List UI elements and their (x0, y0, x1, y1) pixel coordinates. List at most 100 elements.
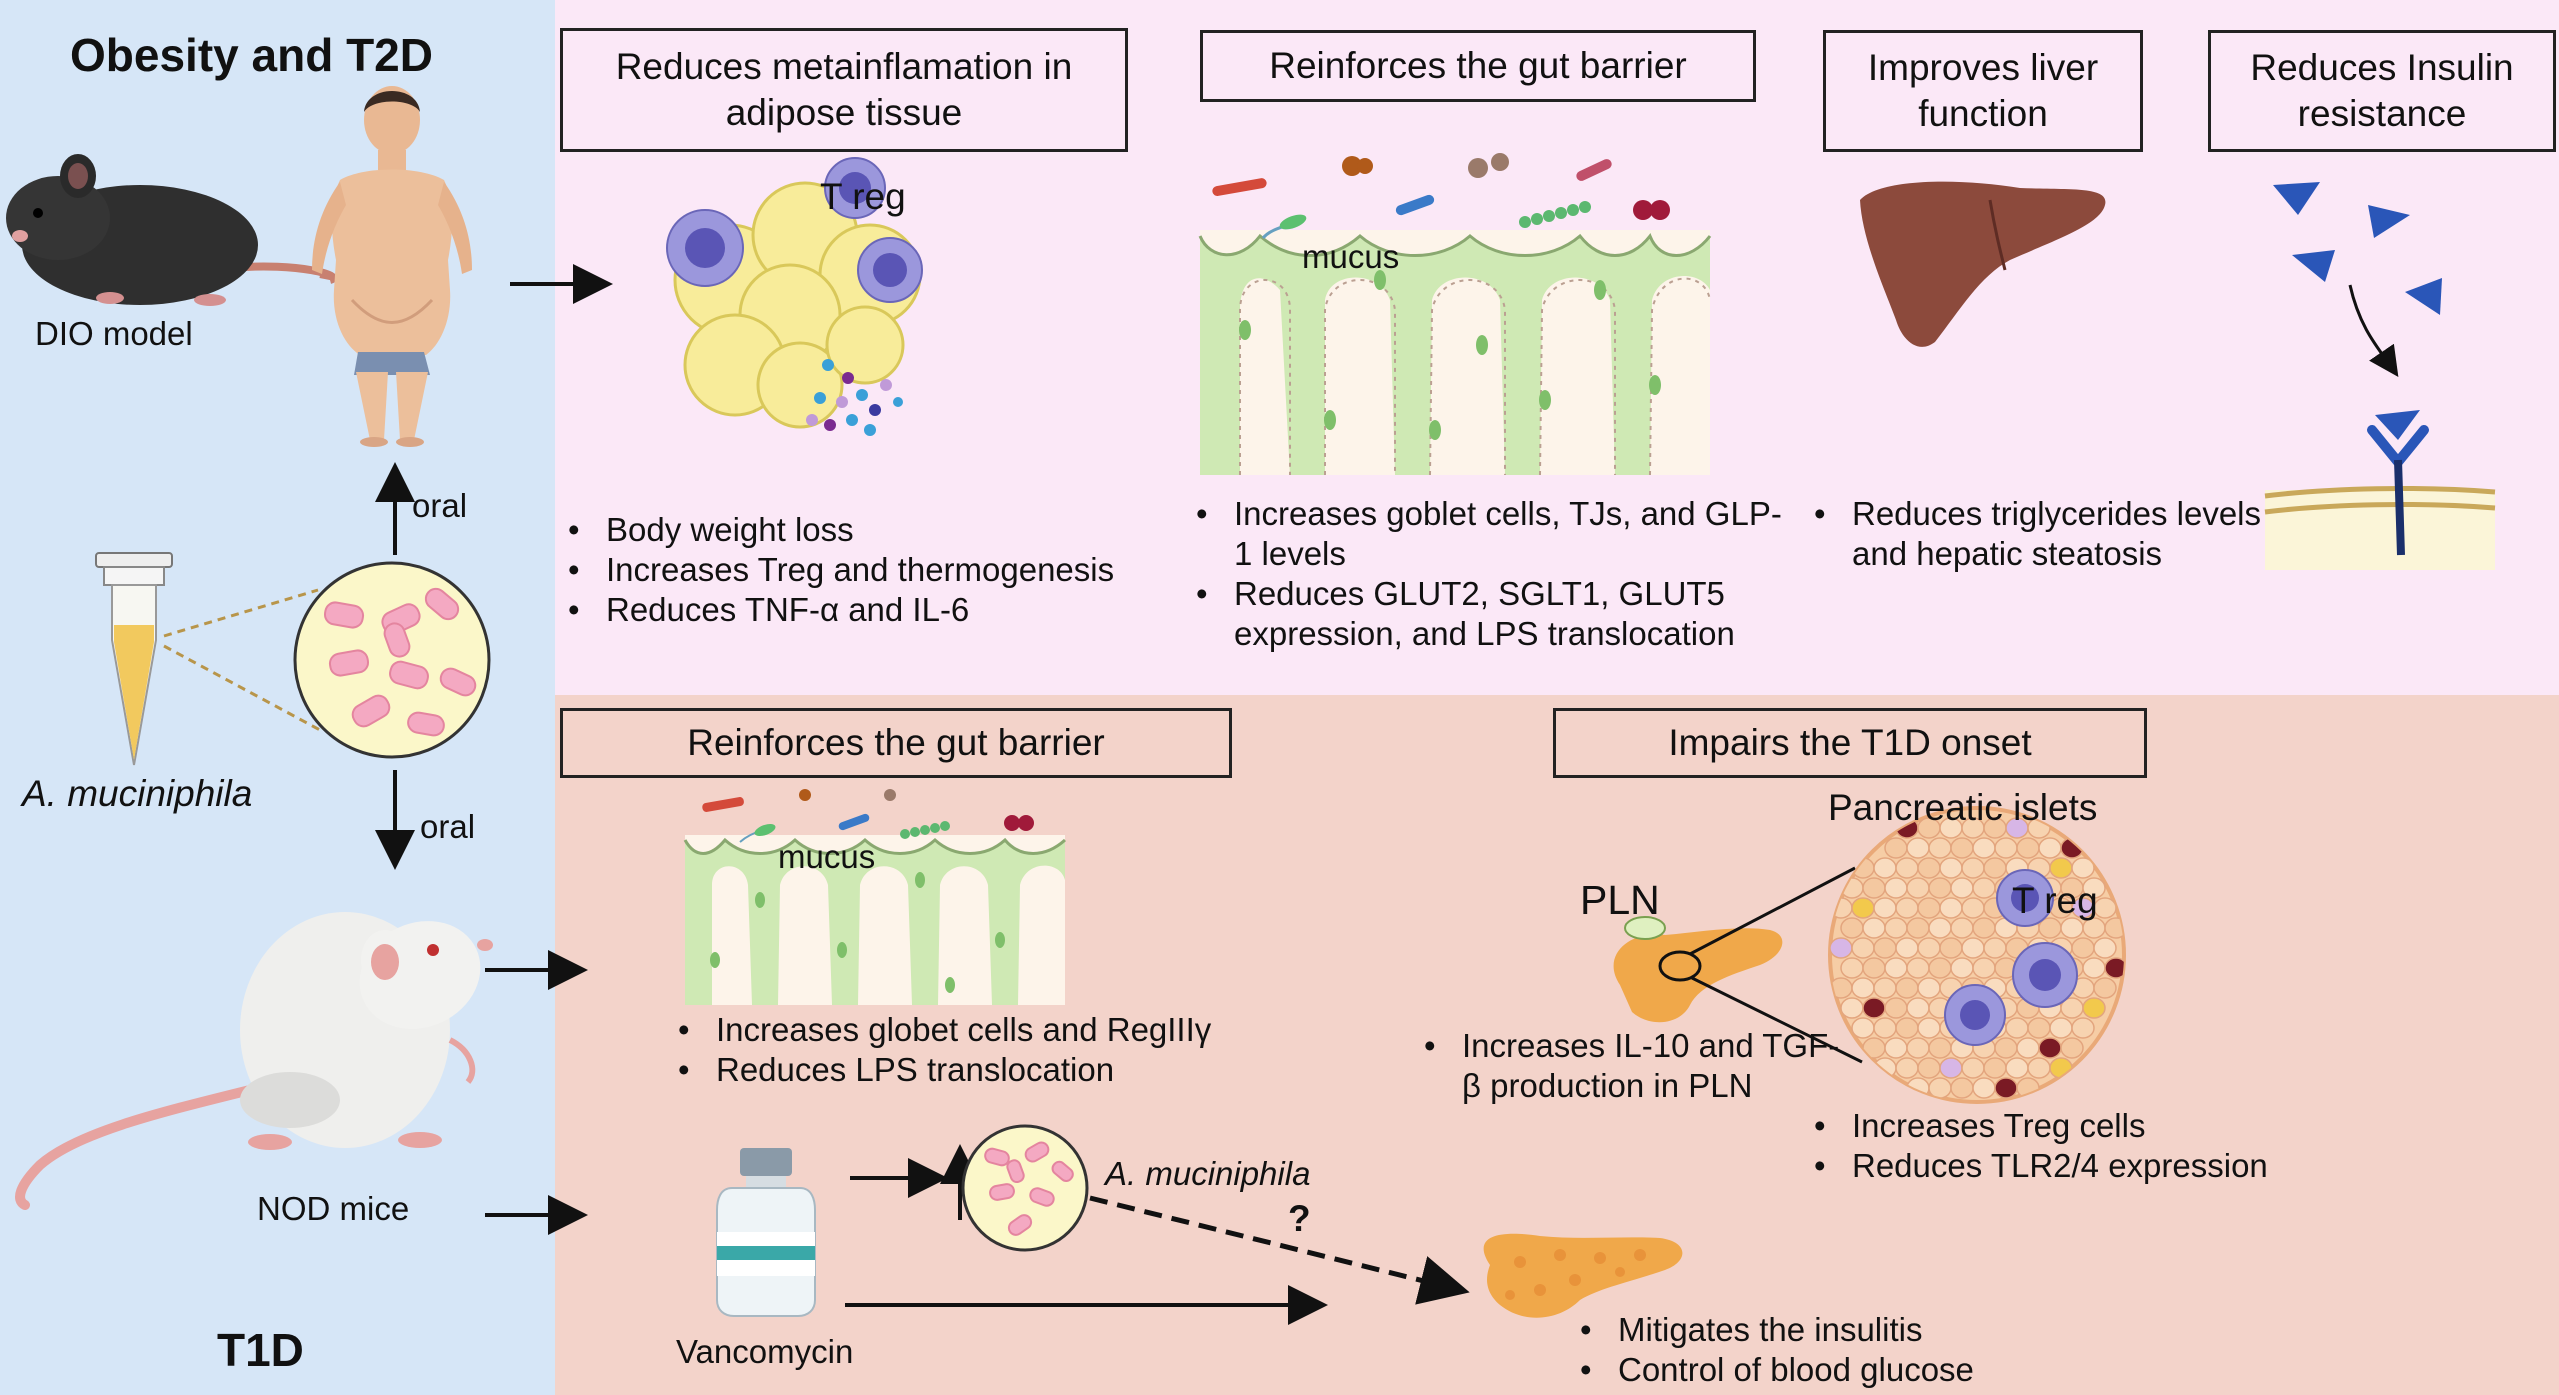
islet-cell (1994, 1037, 2018, 1059)
mouse-icon (6, 154, 355, 306)
islet-cell (1906, 917, 1930, 939)
islet-cell (1873, 897, 1897, 919)
bullet-item: Increases globet cells and RegIIIγ (678, 1010, 1211, 1050)
islet-cell (1830, 937, 1853, 959)
bullet-item: Body weight loss (568, 510, 1114, 550)
box-t1d-onset: Impairs the T1D onset (1553, 708, 2147, 778)
islet-cell (2071, 1017, 2095, 1039)
bacteria-label-bottom: A. muciniphila (1105, 1155, 1311, 1192)
islet-cell (1939, 857, 1963, 879)
question-mark: ? (1288, 1198, 1311, 1239)
islet-cell (2082, 997, 2106, 1019)
bullet-item: Control of blood glucose (1580, 1350, 1974, 1390)
vancomycin-label: Vancomycin (676, 1333, 854, 1370)
islet-cell (1884, 917, 1908, 939)
islet-cell (1950, 877, 1974, 899)
islet-cell (1917, 1017, 1941, 1039)
islet-cell (2071, 937, 2095, 959)
bullet-item: Increases goblet cells, TJs, and GLP-1 l… (1196, 494, 1794, 574)
islet-cell (1939, 897, 1963, 919)
islet-cell (1917, 1057, 1941, 1079)
islet-cell (1840, 957, 1864, 979)
islet-cell (1895, 897, 1919, 919)
insulin-receptor-icon (2264, 182, 2496, 570)
islet-cell (2049, 857, 2073, 879)
islet-cell (2027, 1017, 2051, 1039)
islet-cell (2016, 1037, 2040, 1059)
islets-label: Pancreatic islets (1828, 787, 2098, 828)
bullets-islets: Increases Treg cells Reduces TLR2/4 expr… (1814, 1106, 2268, 1186)
dio-label: DIO model (35, 315, 193, 352)
treg-label-top: T reg (820, 176, 906, 217)
islet-cell (1928, 957, 1952, 979)
islet-cell (1895, 1057, 1919, 1079)
intestine-icon-bottom (683, 789, 1067, 1005)
islet-cell (1895, 937, 1919, 959)
bullet-item: Increases Treg and thermogenesis (568, 550, 1114, 590)
box-t1d-onset-text: Impairs the T1D onset (1668, 722, 2032, 763)
islet-cell (1840, 997, 1864, 1019)
bullets-gut-top: Increases goblet cells, TJs, and GLP-1 l… (1196, 494, 1794, 654)
islet-cell (1862, 957, 1886, 979)
islet-cell (1994, 837, 2018, 859)
human-icon (312, 86, 472, 447)
intestine-icon (1198, 153, 1712, 476)
bullet-item: Reduces TNF-α and IL-6 (568, 590, 1114, 630)
islet-cell (1972, 957, 1996, 979)
islet-cell (1972, 917, 1996, 939)
islet-cell (1994, 1077, 2018, 1099)
islet-cell (1906, 997, 1930, 1019)
islet-cell (1884, 1037, 1908, 1059)
islet-cell (1862, 917, 1886, 939)
bullets-liver: Reduces triglycerides levels and hepatic… (1814, 494, 2272, 574)
islet-cell (1983, 857, 2007, 879)
bullet-item: Increases Treg cells (1814, 1106, 2268, 1146)
islet-cell (1906, 1037, 1930, 1059)
islet-cell (1851, 977, 1875, 999)
islet-cell (2038, 837, 2062, 859)
pancreas-icon (1613, 866, 1863, 1064)
islet-cell (1917, 937, 1941, 959)
nod-label: NOD mice (257, 1190, 410, 1227)
islet-cell (1950, 837, 1974, 859)
islet-cell (1972, 877, 1996, 899)
islet-cell (2005, 1017, 2029, 1039)
islet-cell (1884, 877, 1908, 899)
oral-up-label: oral (412, 487, 468, 524)
islet-cell (1884, 837, 1908, 859)
islet-cell (1961, 897, 1985, 919)
bacteria-icon-small (961, 1124, 1089, 1252)
box-gut-barrier-top: Reinforces the gut barrier (1200, 30, 1756, 102)
islet-cell (1961, 857, 1985, 879)
islet-cell (1950, 957, 1974, 979)
islet-cell (1972, 837, 1996, 859)
box-gut-barrier-top-text: Reinforces the gut barrier (1269, 45, 1687, 86)
islet-cell (1895, 857, 1919, 879)
islet-cell (1906, 877, 1930, 899)
islet-cell (1917, 897, 1941, 919)
box-metainflammation-text: Reduces metainflamation in adipose tissu… (615, 46, 1073, 133)
box-insulin: Reduces Insulin resistance (2208, 30, 2556, 152)
islet-cell (1884, 997, 1908, 1019)
bullet-item: Mitigates the insulitis (1580, 1310, 1974, 1350)
islet-cell (1961, 1057, 1985, 1079)
islet-cell (2049, 1017, 2073, 1039)
islet-cell (2060, 1037, 2084, 1059)
islet-cell (1851, 937, 1875, 959)
islet-cell (1906, 837, 1930, 859)
islet-cell (1906, 957, 1930, 979)
bullet-item: Reduces triglycerides levels and hepatic… (1814, 494, 2272, 574)
oral-down-label: oral (420, 808, 476, 845)
islet-cell (1840, 917, 1864, 939)
islet-cell (1895, 977, 1919, 999)
islet-icon (1828, 806, 2126, 1104)
islet-cell (2005, 1057, 2029, 1079)
treg-label-bottom: T reg (2012, 880, 2098, 921)
box-gut-barrier-bottom: Reinforces the gut barrier (560, 708, 1232, 778)
vial-icon (716, 1148, 816, 1317)
islet-cell (1939, 937, 1963, 959)
islet-cell (2104, 957, 2124, 979)
islet-cell (1884, 957, 1908, 979)
